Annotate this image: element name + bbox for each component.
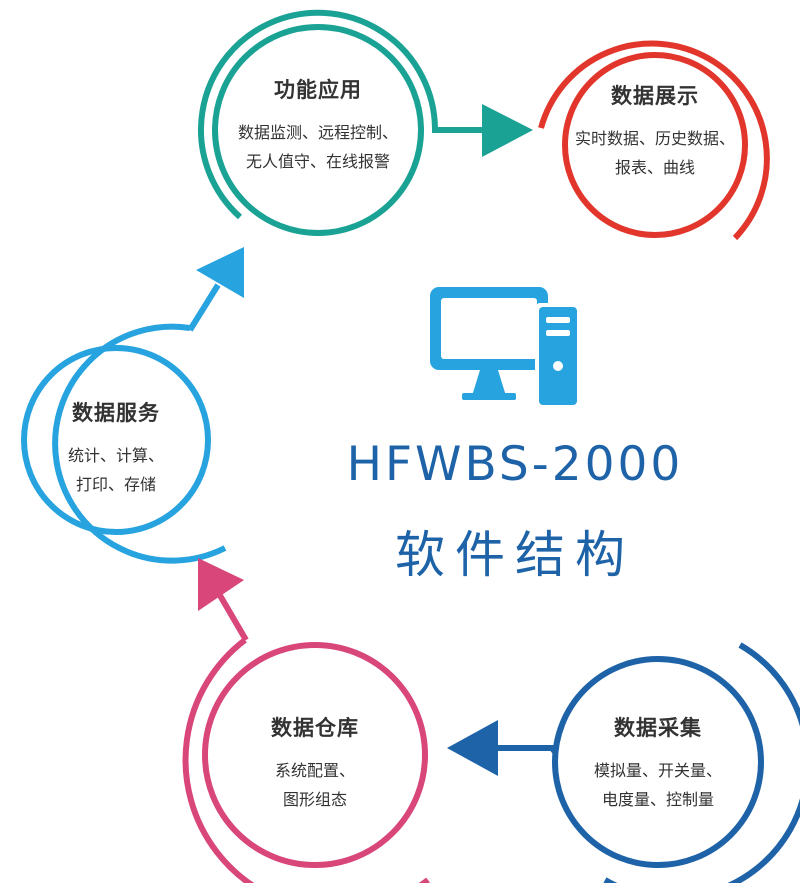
center-title-model: HFWBS-2000 xyxy=(346,437,684,492)
node-warehouse-desc-2: 图形组态 xyxy=(282,790,347,809)
node-service-desc-1: 统计、计算、 xyxy=(67,446,164,465)
node-warehouse: 数据仓库 系统配置、 图形组态 xyxy=(225,712,405,814)
node-collect-desc-2: 电度量、控制量 xyxy=(601,790,714,809)
arrow-service-to-function xyxy=(187,247,244,332)
node-function-title: 功能应用 xyxy=(274,78,362,102)
node-function-circle xyxy=(198,9,438,236)
node-display-circle xyxy=(538,40,770,241)
arrow-function-to-display xyxy=(432,104,533,157)
arrow-warehouse-to-service xyxy=(198,558,249,642)
node-collect-circle xyxy=(552,642,800,883)
node-display-title: 数据展示 xyxy=(611,84,699,108)
node-service-title: 数据服务 xyxy=(72,401,160,425)
node-function-desc-2: 无人值守、在线报警 xyxy=(245,152,390,171)
node-service: 数据服务 统计、计算、 打印、存储 xyxy=(36,397,196,499)
node-collect: 数据采集 模拟量、开关量、 电度量、控制量 xyxy=(568,712,748,814)
node-service-circle xyxy=(21,323,227,564)
center-title-subtitle: 软件结构 xyxy=(395,526,635,584)
arrow-collect-to-warehouse xyxy=(447,720,558,776)
node-warehouse-title: 数据仓库 xyxy=(271,716,359,740)
node-warehouse-desc-1: 系统配置、 xyxy=(274,761,355,780)
node-function: 功能应用 数据监测、远程控制、 无人值守、在线报警 xyxy=(208,74,428,176)
node-collect-title: 数据采集 xyxy=(614,716,702,740)
node-service-desc-2: 打印、存储 xyxy=(75,475,156,494)
node-collect-desc-1: 模拟量、开关量、 xyxy=(593,761,722,780)
node-function-desc-1: 数据监测、远程控制、 xyxy=(237,123,398,142)
computer-icon xyxy=(430,287,580,408)
node-display-desc-1: 实时数据、历史数据、 xyxy=(574,129,735,148)
node-warehouse-circle xyxy=(182,637,430,883)
node-display-desc-2: 报表、曲线 xyxy=(614,158,695,177)
node-display: 数据展示 实时数据、历史数据、 报表、曲线 xyxy=(555,80,755,182)
